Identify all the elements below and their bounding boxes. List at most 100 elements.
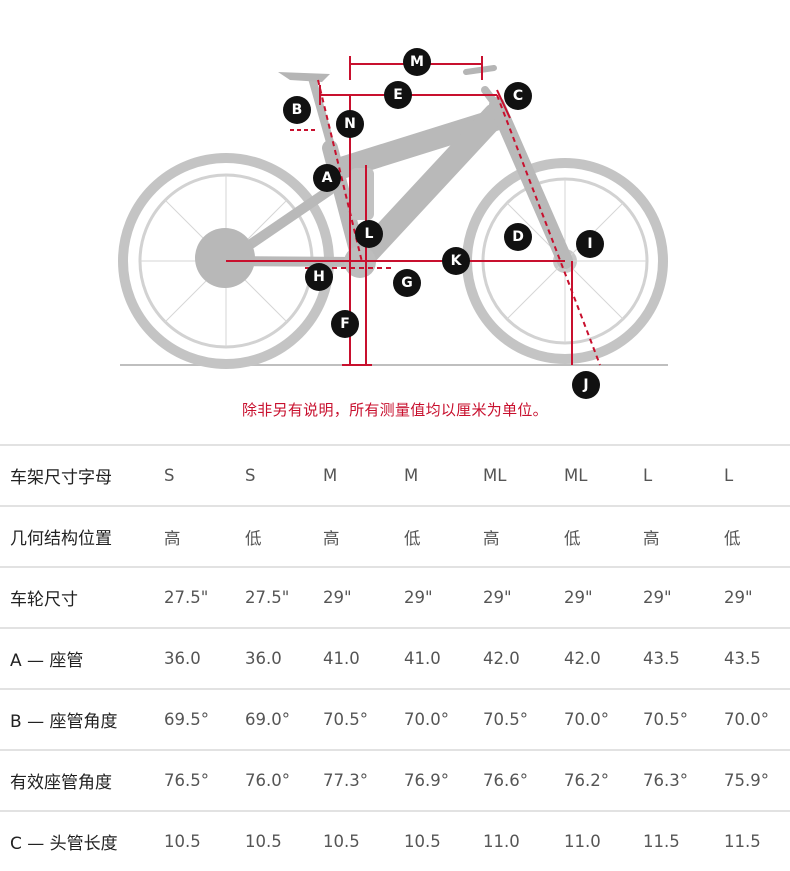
table-cell: 69.0°: [241, 688, 319, 750]
table-cell: 70.0°: [720, 688, 790, 750]
table-cell: 29": [479, 566, 560, 628]
table-cell: 41.0: [400, 627, 479, 689]
badge-label: L: [365, 226, 374, 242]
table-cell: 70.5°: [639, 688, 720, 750]
table-cell: 41.0: [319, 627, 400, 689]
badge-H-icon: H: [305, 263, 333, 291]
table-cell: 70.5°: [319, 688, 400, 750]
table-cell: 10.5: [160, 810, 241, 871]
table-cell: 77.3°: [319, 749, 400, 811]
badge-G-icon: G: [393, 269, 421, 297]
table-cell: 低: [400, 505, 479, 567]
table-cell: 69.5°: [160, 688, 241, 750]
badge-label: I: [587, 236, 592, 252]
table-cell: 10.5: [241, 810, 319, 871]
badge-label: H: [313, 269, 325, 285]
badge-label: E: [393, 87, 403, 103]
table-cell: L: [720, 444, 790, 506]
table-cell: 高: [319, 505, 400, 567]
table-cell: 29": [639, 566, 720, 628]
badge-label: F: [340, 316, 350, 332]
table-cell: 10.5: [319, 810, 400, 871]
table-cell: 75.9°: [720, 749, 790, 811]
badge-J-icon: J: [572, 371, 600, 399]
table-cell: 42.0: [560, 627, 639, 689]
table-cell: 76.3°: [639, 749, 720, 811]
badge-label: K: [451, 253, 463, 269]
table-cell: 36.0: [241, 627, 319, 689]
table-cell: 76.9°: [400, 749, 479, 811]
table-cell: M: [319, 444, 400, 506]
badge-D-icon: D: [504, 223, 532, 251]
table-cell: 低: [720, 505, 790, 567]
table-cell: 76.0°: [241, 749, 319, 811]
badge-label: A: [322, 170, 333, 186]
bike-geometry-diagram: M E C B N A L D I K H G F J: [118, 48, 668, 399]
badge-L-icon: L: [355, 220, 383, 248]
table-cell: 29": [319, 566, 400, 628]
table-cell: S: [160, 444, 241, 506]
table-cell: 27.5": [241, 566, 319, 628]
table-cell: 11.0: [479, 810, 560, 871]
badge-A-icon: A: [313, 164, 341, 192]
measurement-lines: [226, 56, 601, 366]
table-cell: 70.5°: [479, 688, 560, 750]
table-cell: 70.0°: [400, 688, 479, 750]
table-cell: M: [400, 444, 479, 506]
table-cell: 低: [560, 505, 639, 567]
table-cell: 11.0: [560, 810, 639, 871]
badge-E-icon: E: [384, 81, 412, 109]
table-cell: 43.5: [720, 627, 790, 689]
table-cell: 11.5: [720, 810, 790, 871]
table-cell: 76.2°: [560, 749, 639, 811]
table-cell: 70.0°: [560, 688, 639, 750]
badge-label: G: [401, 275, 413, 291]
table-cell: 高: [479, 505, 560, 567]
badge-I-icon: I: [576, 230, 604, 258]
table-cell: ML: [479, 444, 560, 506]
badge-label: J: [582, 377, 588, 393]
row-label: 几何结构位置: [0, 505, 160, 567]
badge-label: M: [410, 54, 424, 70]
table-cell: 高: [160, 505, 241, 567]
badge-C-icon: C: [504, 82, 532, 110]
table-cell: 低: [241, 505, 319, 567]
table-cell: 29": [400, 566, 479, 628]
badge-label: D: [512, 229, 524, 245]
table-cell: 43.5: [639, 627, 720, 689]
badge-label: B: [292, 102, 303, 118]
table-cell: L: [639, 444, 720, 506]
table-cell: 29": [560, 566, 639, 628]
table-cell: 29": [720, 566, 790, 628]
table-cell: 76.5°: [160, 749, 241, 811]
badge-F-icon: F: [331, 310, 359, 338]
row-label: A — 座管: [0, 627, 160, 689]
table-cell: 11.5: [639, 810, 720, 871]
row-label: 有效座管角度: [0, 749, 160, 811]
table-row: 几何结构位置高低高低高低高低: [0, 505, 790, 567]
row-label: C — 头管长度: [0, 810, 160, 871]
table-cell: 36.0: [160, 627, 241, 689]
table-cell: S: [241, 444, 319, 506]
badge-M-icon: M: [403, 48, 431, 76]
row-label: B — 座管角度: [0, 688, 160, 750]
table-cell: 42.0: [479, 627, 560, 689]
table-cell: 27.5": [160, 566, 241, 628]
badge-B-icon: B: [283, 96, 311, 124]
badge-label: N: [344, 116, 356, 132]
bike-illustration: [118, 65, 668, 369]
table-cell: 高: [639, 505, 720, 567]
row-label: 车架尺寸字母: [0, 444, 160, 506]
table-cell: 10.5: [400, 810, 479, 871]
badge-N-icon: N: [336, 110, 364, 138]
table-cell: ML: [560, 444, 639, 506]
row-label: 车轮尺寸: [0, 566, 160, 628]
units-note: 除非另有说明，所有测量值均以厘米为单位。: [241, 401, 548, 419]
